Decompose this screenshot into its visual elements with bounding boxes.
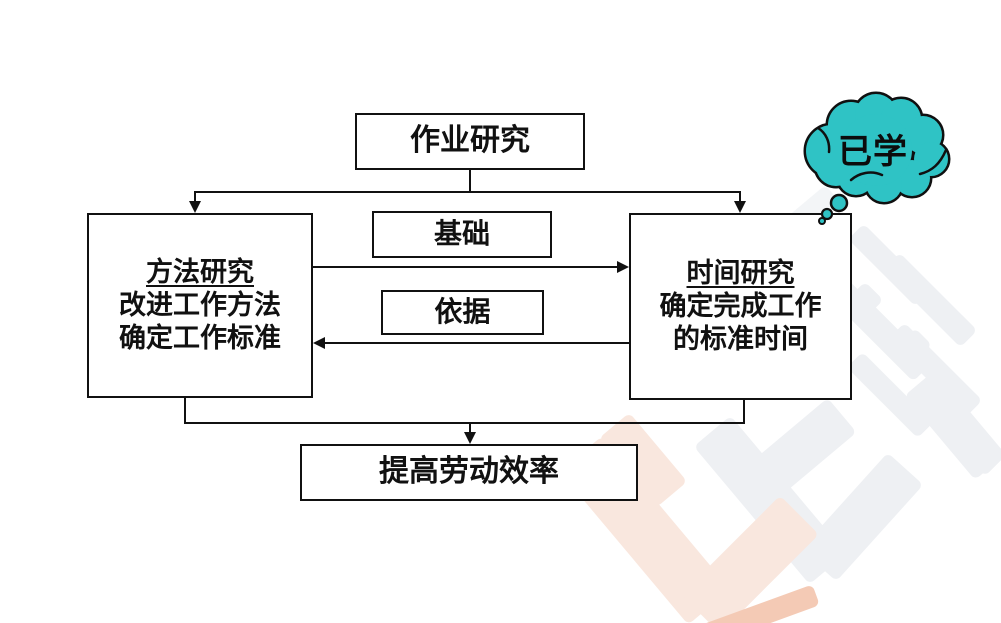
basis-label-text: 基础 <box>433 218 490 250</box>
watermark-shape <box>963 433 1001 477</box>
node-time-study-line2: 确定完成工作 <box>659 291 822 322</box>
reference-label-text: 依据 <box>434 296 491 328</box>
watermark-shape <box>904 370 1001 480</box>
watermark-shape <box>800 452 924 582</box>
node-time-study-line3: 的标准时间 <box>673 323 808 354</box>
watermark-shape <box>848 223 931 307</box>
watermark-shape <box>681 495 819 623</box>
node-method-study-line2: 改进工作方法 <box>119 290 281 321</box>
arrowhead-reference-left <box>313 337 325 349</box>
node-improve-efficiency: 提高劳动效率 <box>300 444 638 501</box>
watermark-shape <box>882 252 978 348</box>
watermark-shape <box>690 584 820 623</box>
arrowhead-to-method-study <box>189 201 201 213</box>
node-method-study-title: 方法研究 <box>146 257 254 288</box>
node-work-study: 作业研究 <box>355 113 585 170</box>
thought-bubble-label: 已学 <box>838 132 908 171</box>
watermark-shape <box>693 415 847 585</box>
thought-bubble-dot-large <box>829 193 849 213</box>
watermark-shape <box>898 328 932 362</box>
watermark-shape <box>887 322 983 418</box>
node-time-study-title: 时间研究 <box>686 258 795 289</box>
watermark-shape <box>846 281 884 319</box>
thought-bubble: 已学 <box>793 85 965 225</box>
arrowhead-to-efficiency <box>464 432 476 444</box>
cloud-inner-arc <box>849 171 884 182</box>
cloud-inner-arc <box>816 126 831 154</box>
node-method-study: 方法研究 改进工作方法 确定工作标准 <box>87 213 313 398</box>
watermark-shape <box>846 351 934 439</box>
watermark-shape <box>743 397 857 504</box>
node-time-study: 时间研究 确定完成工作 的标准时间 <box>629 213 852 400</box>
node-reference-label: 依据 <box>381 290 544 335</box>
thought-bubble-dot-small <box>818 217 826 225</box>
node-improve-efficiency-label: 提高劳动效率 <box>379 455 559 489</box>
node-method-study-line3: 确定工作标准 <box>119 322 281 353</box>
node-basis-label: 基础 <box>372 211 552 258</box>
cloud-inner-arc <box>918 148 948 176</box>
node-work-study-label: 作业研究 <box>410 124 530 158</box>
arrowhead-to-time-study <box>734 201 746 213</box>
arrowhead-basis-right <box>617 261 629 273</box>
